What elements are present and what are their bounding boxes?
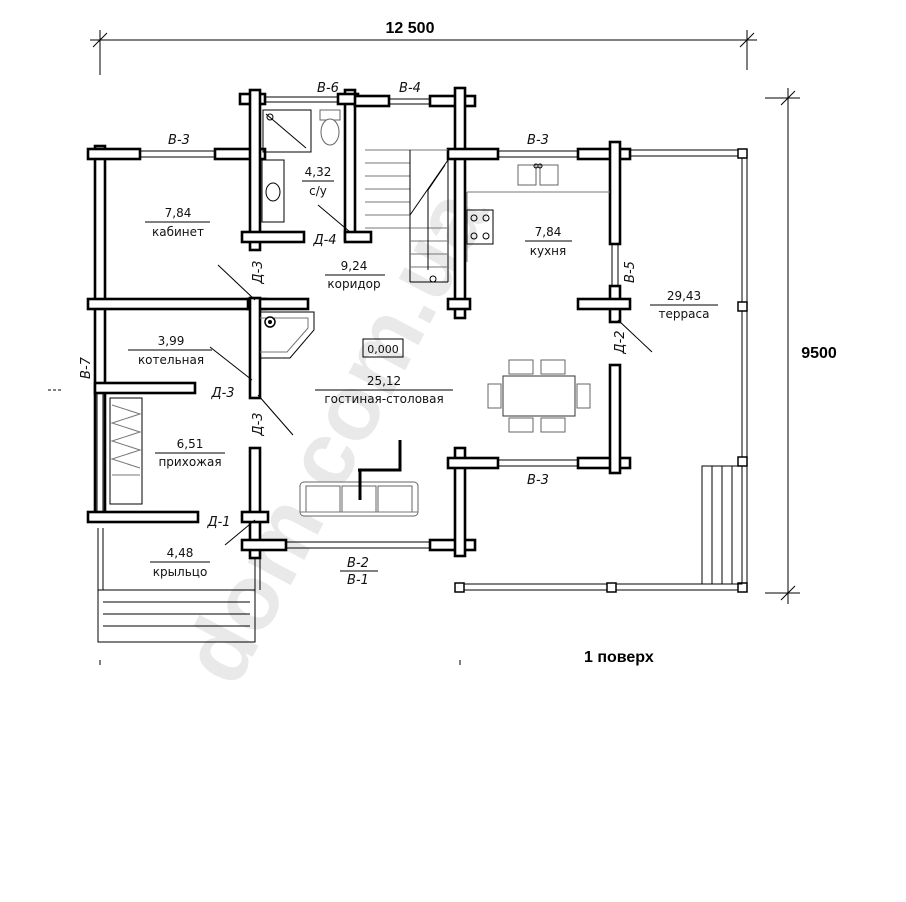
svg-text:0,000: 0,000 — [367, 343, 399, 356]
room-name: котельная — [138, 353, 204, 367]
room-label-koridor: 9,24 коридор — [325, 259, 385, 291]
window-label-v7: В-7 — [79, 356, 94, 379]
window-label-v3-kitchen: В-3 — [527, 133, 549, 148]
room-label-kuhnya: 7,84 кухня — [525, 225, 572, 258]
dining-set — [487, 359, 591, 433]
staircase — [365, 149, 449, 283]
terrace-steps — [701, 465, 743, 585]
door-label-d3-boiler: Д-3 — [210, 386, 234, 401]
window-label-v2: В-2 — [347, 556, 369, 571]
door-label-d3-corridor: Д-3 — [251, 260, 266, 284]
boiler — [259, 311, 315, 359]
room-label-kotelnaya: 3,99 котельная — [128, 334, 212, 367]
floor-label: 1 поверх — [584, 649, 654, 666]
height-value: 9500 — [801, 345, 837, 362]
room-label-su: 4,32 с/у — [302, 165, 334, 198]
room-name: прихожая — [158, 455, 221, 469]
window-label-v4: В-4 — [399, 81, 421, 96]
door-label-d3-hall: Д-3 — [251, 412, 266, 436]
level-mark: 0,000 — [362, 338, 404, 358]
window-label-v6: В-6 — [317, 81, 339, 96]
door-label-d2: Д-2 — [613, 330, 628, 354]
window-label-v5: В-5 — [623, 261, 638, 283]
room-area: 7,84 — [165, 206, 192, 220]
room-area: 9,24 — [341, 259, 368, 273]
window-labels: В-6 В-4 В-3 В-3 В-3 В-2 В-1 В-5 В-7 — [48, 81, 638, 588]
width-value: 12 500 — [386, 20, 435, 37]
wardrobe — [109, 397, 143, 505]
door-labels: Д-4 Д-3 Д-1 Д-3 Д-3 Д-2 — [206, 233, 628, 530]
room-label-krylco: 4,48 крыльцо — [150, 546, 210, 579]
room-label-terrasa: 29,43 терраса — [650, 289, 718, 321]
room-name: кабинет — [152, 225, 204, 239]
room-area: 3,99 — [158, 334, 185, 348]
door-label-d1: Д-1 — [206, 515, 230, 530]
room-name: гостиная-столовая — [324, 392, 443, 406]
porch-steps — [97, 528, 461, 665]
room-area: 6,51 — [177, 437, 204, 451]
room-label-prihozhaya: 6,51 прихожая — [155, 437, 225, 469]
terrace-railing — [454, 148, 748, 593]
room-name: крыльцо — [153, 565, 208, 579]
room-name: коридор — [327, 277, 380, 291]
walls — [86, 86, 632, 560]
window-label-v3-cabinet: В-3 — [168, 133, 190, 148]
sofa — [299, 440, 419, 517]
window-label-v3-lower: В-3 — [527, 473, 549, 488]
room-area: 29,43 — [667, 289, 701, 303]
window-lines — [96, 96, 619, 549]
room-area: 4,32 — [305, 165, 332, 179]
room-label-kabinet: 7,84 кабинет — [145, 206, 210, 239]
wc-fixtures — [261, 109, 341, 223]
room-area: 25,12 — [367, 374, 401, 388]
room-area: 7,84 — [535, 225, 562, 239]
room-name: терраса — [659, 307, 710, 321]
window-label-v1: В-1 — [347, 573, 369, 588]
room-area: 4,48 — [167, 546, 194, 560]
room-label-gostinaya: 25,12 гостиная-столовая — [315, 374, 453, 406]
door-swings — [209, 204, 653, 546]
height-dimension: 9500 — [765, 88, 837, 604]
width-dimension: 12 500 — [90, 20, 757, 75]
kitchen-fixtures — [466, 163, 610, 262]
door-label-d4: Д-4 — [312, 233, 336, 248]
room-name: с/у — [309, 184, 327, 198]
room-name: кухня — [530, 244, 567, 258]
